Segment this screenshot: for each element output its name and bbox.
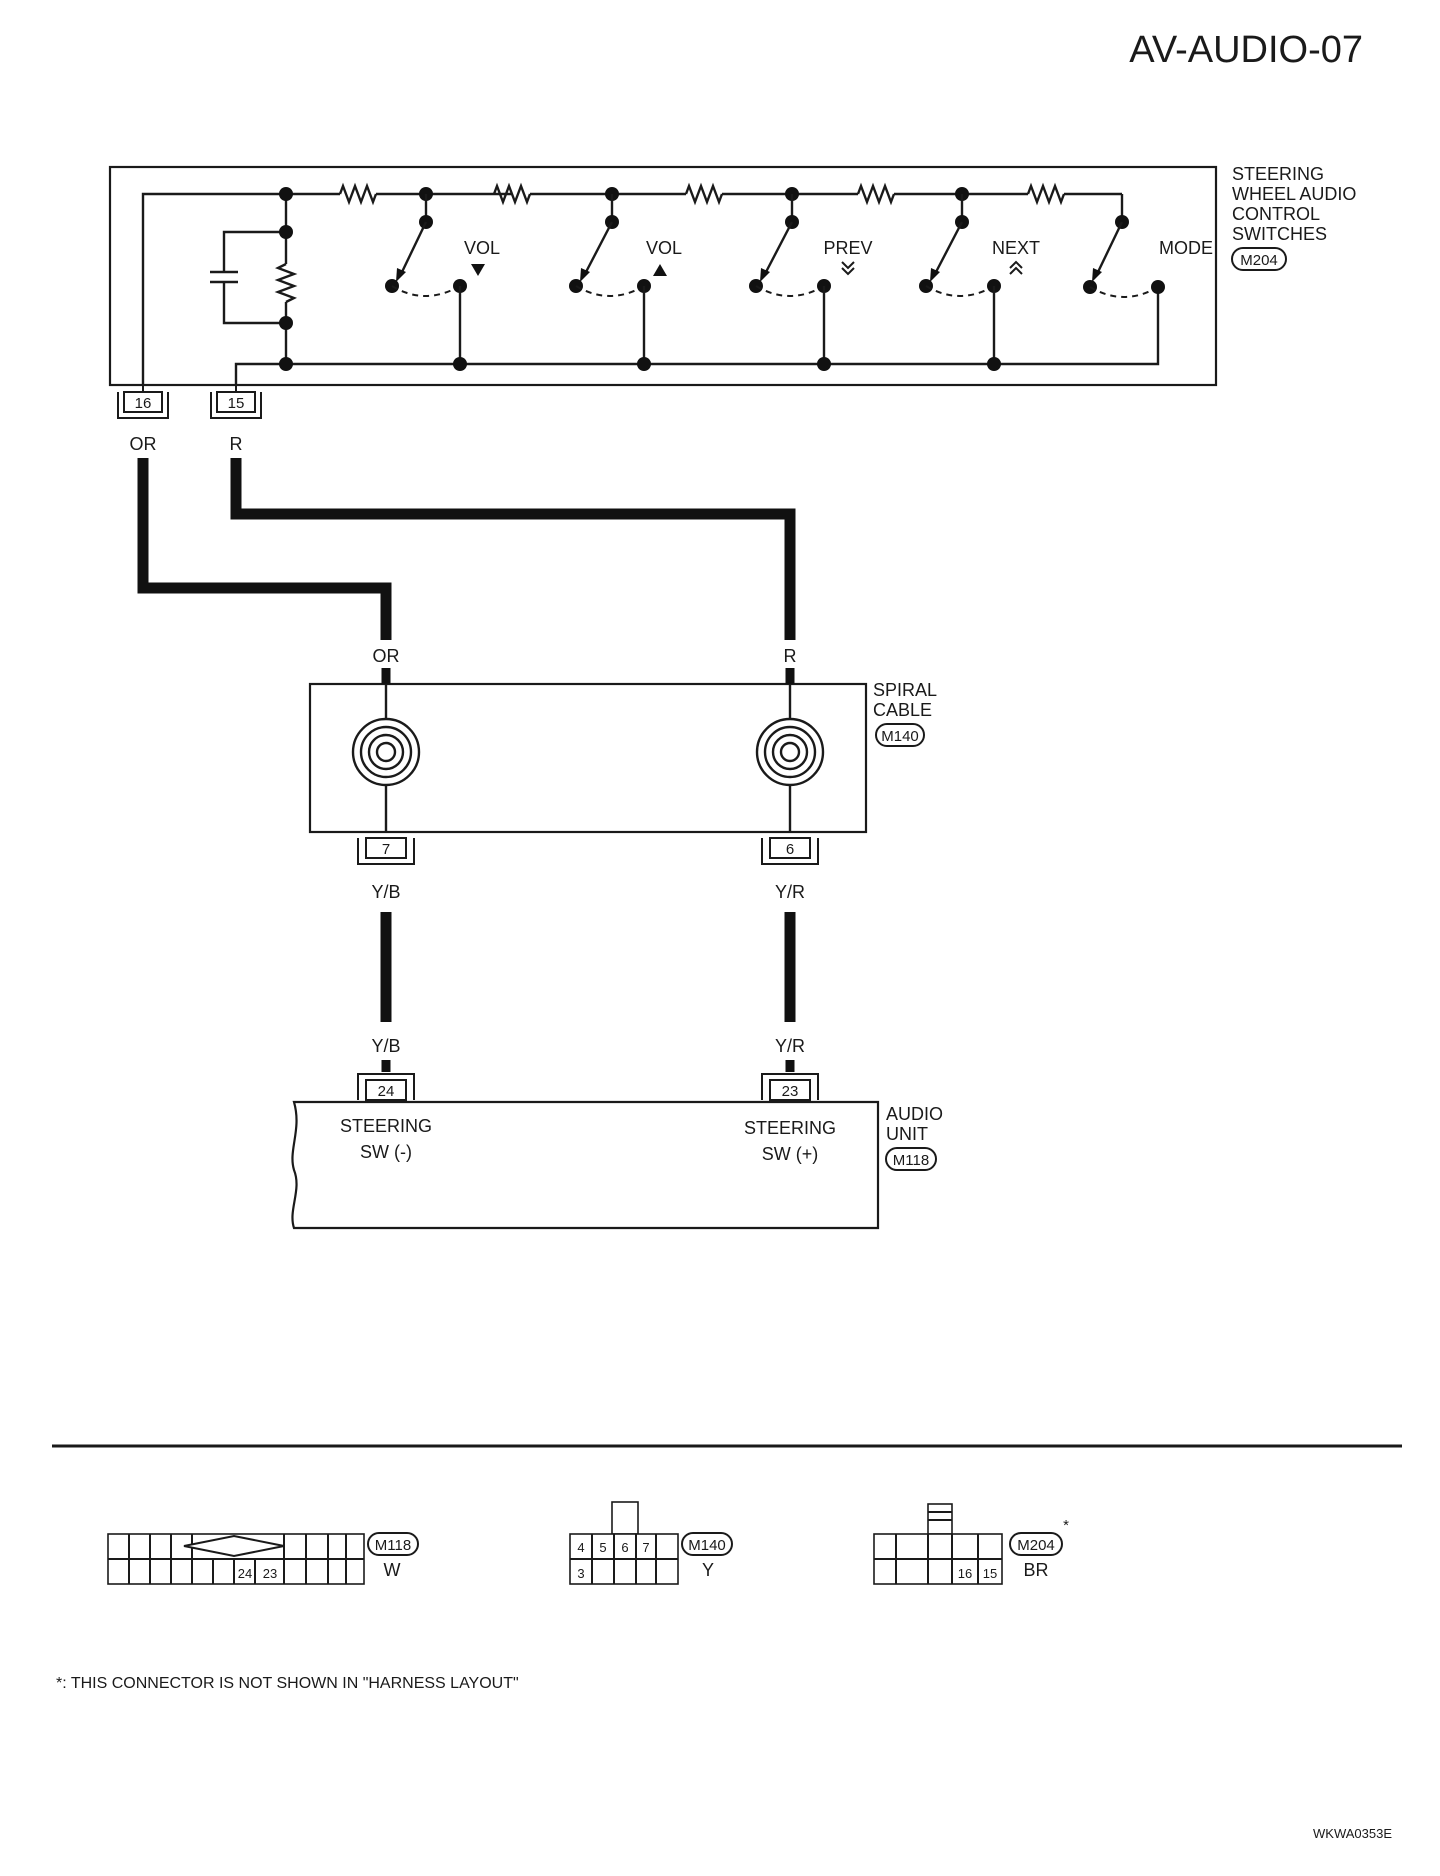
connector-id-m204: M204 [1240,252,1278,269]
resistor-input [274,262,298,304]
steering-switch-assembly: VOL VOL PREV [108,164,1356,419]
terminal-m140-6: 6 [761,837,819,865]
switch-next: NEXT [919,194,1040,371]
wire-r [230,458,796,640]
wire-label-r-top: R [230,434,243,454]
resistor-2 [492,182,532,206]
terminal-m204-16: 16 [117,391,169,419]
svg-text:7: 7 [382,841,390,858]
m204-face-id: M204 [1017,1537,1055,1554]
m204-asterisk: * [1063,1517,1069,1534]
audio-unit: 24 23 STEERING SW (-) STEERING SW (+) AU… [291,1060,943,1230]
svg-text:6: 6 [786,841,794,858]
resistor-5 [1026,182,1066,206]
switch-vol-down: VOL [385,194,500,371]
resistor-4 [856,182,896,206]
figure-code: WKWA0353E [1313,1826,1392,1841]
switches-name-line-1: STEERING [1232,164,1324,184]
switch-label-next: NEXT [992,238,1040,258]
connector-id-m118: M118 [893,1152,929,1169]
m140-pin-4: 4 [577,1540,584,1555]
wire-label-yr-top: Y/R [775,882,805,902]
m204-face-color: BR [1023,1560,1048,1580]
connector-face-m118: 24 23 M118 W [107,1532,419,1585]
audio-terminal-24-line-2: SW (-) [360,1142,412,1162]
m118-pin-23: 23 [263,1566,277,1581]
spiral-coil-right [755,717,825,832]
switch-prev: PREV [749,194,873,371]
switch-label-vol-down: VOL [464,238,500,258]
svg-text:15: 15 [228,395,245,412]
footnote: *: THIS CONNECTOR IS NOT SHOWN IN "HARNE… [56,1675,519,1692]
wire-label-or-spiral: OR [373,646,400,666]
m118-face-id: M118 [375,1537,411,1554]
audio-name-line-1: AUDIO [886,1104,943,1124]
resistor-3 [684,182,724,206]
page-title: AV-AUDIO-07 [1129,29,1363,71]
resistor-1 [338,182,378,206]
spiral-coil-left [351,717,421,832]
m140-face-id: M140 [688,1537,726,1554]
switch-label-vol-up: VOL [646,238,682,258]
connector-face-m204: 16 15 M204 * BR [873,1503,1069,1585]
spiral-name-line-1: SPIRAL [873,680,937,700]
svg-text:24: 24 [378,1083,395,1100]
spiral-cable: SPIRAL CABLE M140 7 6 [308,668,937,865]
audio-terminal-24-line-1: STEERING [340,1116,432,1136]
connector-face-m140: 4 5 6 7 3 M140 Y [569,1501,733,1585]
m204-pin-15: 15 [983,1566,997,1581]
spiral-cable-box [308,682,868,834]
up-triangle-icon [653,264,667,276]
switches-name-line-2: WHEEL AUDIO [1232,184,1356,204]
m140-face-color: Y [702,1560,714,1580]
switch-box [108,165,1218,387]
down-triangle-icon [471,264,485,276]
audio-terminal-23-line-2: SW (+) [762,1144,819,1164]
prev-chevron-icon [841,261,855,270]
m140-pin-6: 6 [621,1540,628,1555]
wire-or [137,458,392,640]
m140-pin-5: 5 [599,1540,606,1555]
audio-unit-box [291,1100,880,1230]
terminal-m118-24: 24 [357,1073,415,1101]
m204-pin-16: 16 [958,1566,972,1581]
next-chevron-icon [1009,260,1023,269]
switches-name-line-4: SWITCHES [1232,224,1327,244]
audio-terminal-23-line-1: STEERING [744,1118,836,1138]
m140-pin-3: 3 [577,1566,584,1581]
switch-label-mode: MODE [1159,238,1213,258]
terminal-m118-23: 23 [761,1073,819,1101]
wire-label-r-spiral: R [784,646,797,666]
switches-name-line-3: CONTROL [1232,204,1320,224]
switch-mode: MODE [1083,215,1213,298]
svg-text:23: 23 [782,1083,799,1100]
wire-label-yr-bottom: Y/R [775,1036,805,1056]
m118-pin-24: 24 [238,1566,252,1581]
switch-vol-up: VOL [569,194,682,371]
connector-badge-m118 [885,1147,937,1171]
wire-label-yb-top: Y/B [371,882,400,902]
terminal-m140-7: 7 [357,837,415,865]
connector-badge-m204 [1231,247,1287,271]
svg-text:16: 16 [135,395,152,412]
switch-label-prev: PREV [823,238,872,258]
wire-label-or-top: OR [130,434,157,454]
m140-pin-7: 7 [642,1540,649,1555]
terminal-m204-15: 15 [210,391,262,419]
m118-face-color: W [384,1560,401,1580]
wire-label-yb-bottom: Y/B [371,1036,400,1056]
connector-badge-m140 [875,723,925,747]
audio-name-line-2: UNIT [886,1124,928,1144]
connector-id-m140: M140 [881,728,919,745]
spiral-name-line-2: CABLE [873,700,932,720]
